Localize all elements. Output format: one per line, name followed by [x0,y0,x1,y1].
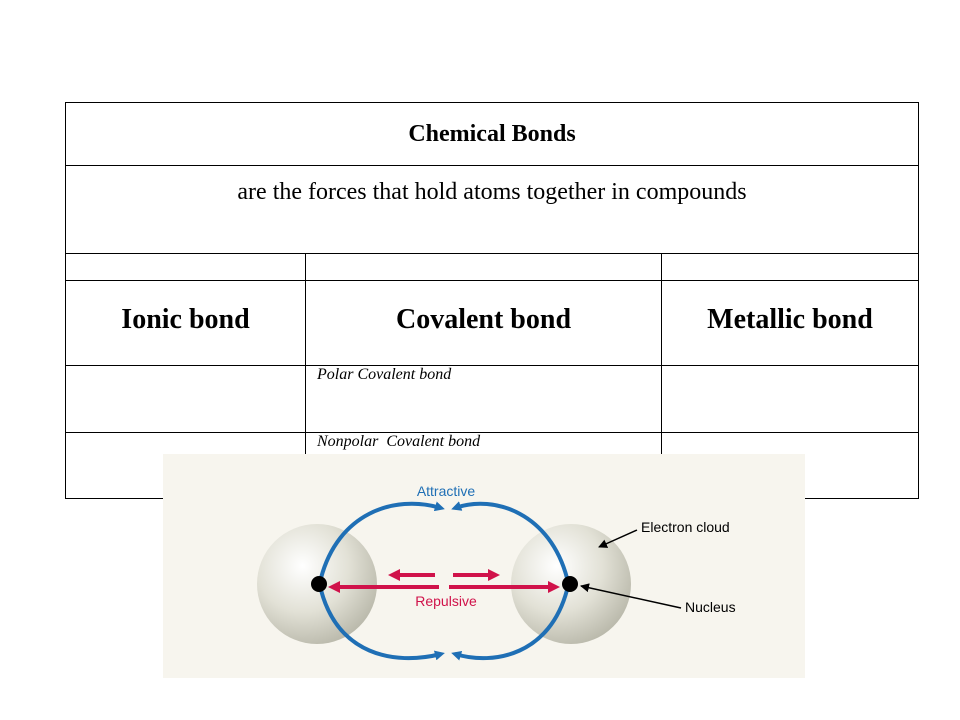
attractive-arrow [319,501,445,579]
attractive-arrow [319,589,445,661]
attractive-label: Attractive [417,483,476,499]
electron-cloud-label: Electron cloud [641,519,730,535]
ionic-bond-header: Ionic bond [65,280,306,366]
empty-cell [65,365,306,433]
bond-forces-svg: Attractive Repulsive Electron cloud Nucl… [257,483,736,661]
definition-text: are the forces that hold atoms together … [65,165,919,254]
polar-covalent-cell: Polar Covalent bond [305,365,662,433]
table-title: Chemical Bonds [65,102,919,166]
bond-forces-diagram: Attractive Repulsive Electron cloud Nucl… [163,454,805,678]
attractive-arrow [451,589,569,661]
repulsive-label: Repulsive [415,593,477,609]
spacer-cell [305,253,662,281]
attractive-arrow [451,501,569,579]
metallic-bond-header: Metallic bond [661,280,919,366]
nucleus-label: Nucleus [685,599,736,615]
covalent-bond-header: Covalent bond [305,280,662,366]
empty-cell [661,365,919,433]
right-nucleus [562,576,578,592]
spacer-cell [661,253,919,281]
chemical-bonds-table: Chemical Bonds are the forces that hold … [65,102,919,499]
left-nucleus [311,576,327,592]
spacer-cell [65,253,306,281]
nucleus-pointer [580,583,682,609]
electron-cloud-pointer [598,529,638,548]
